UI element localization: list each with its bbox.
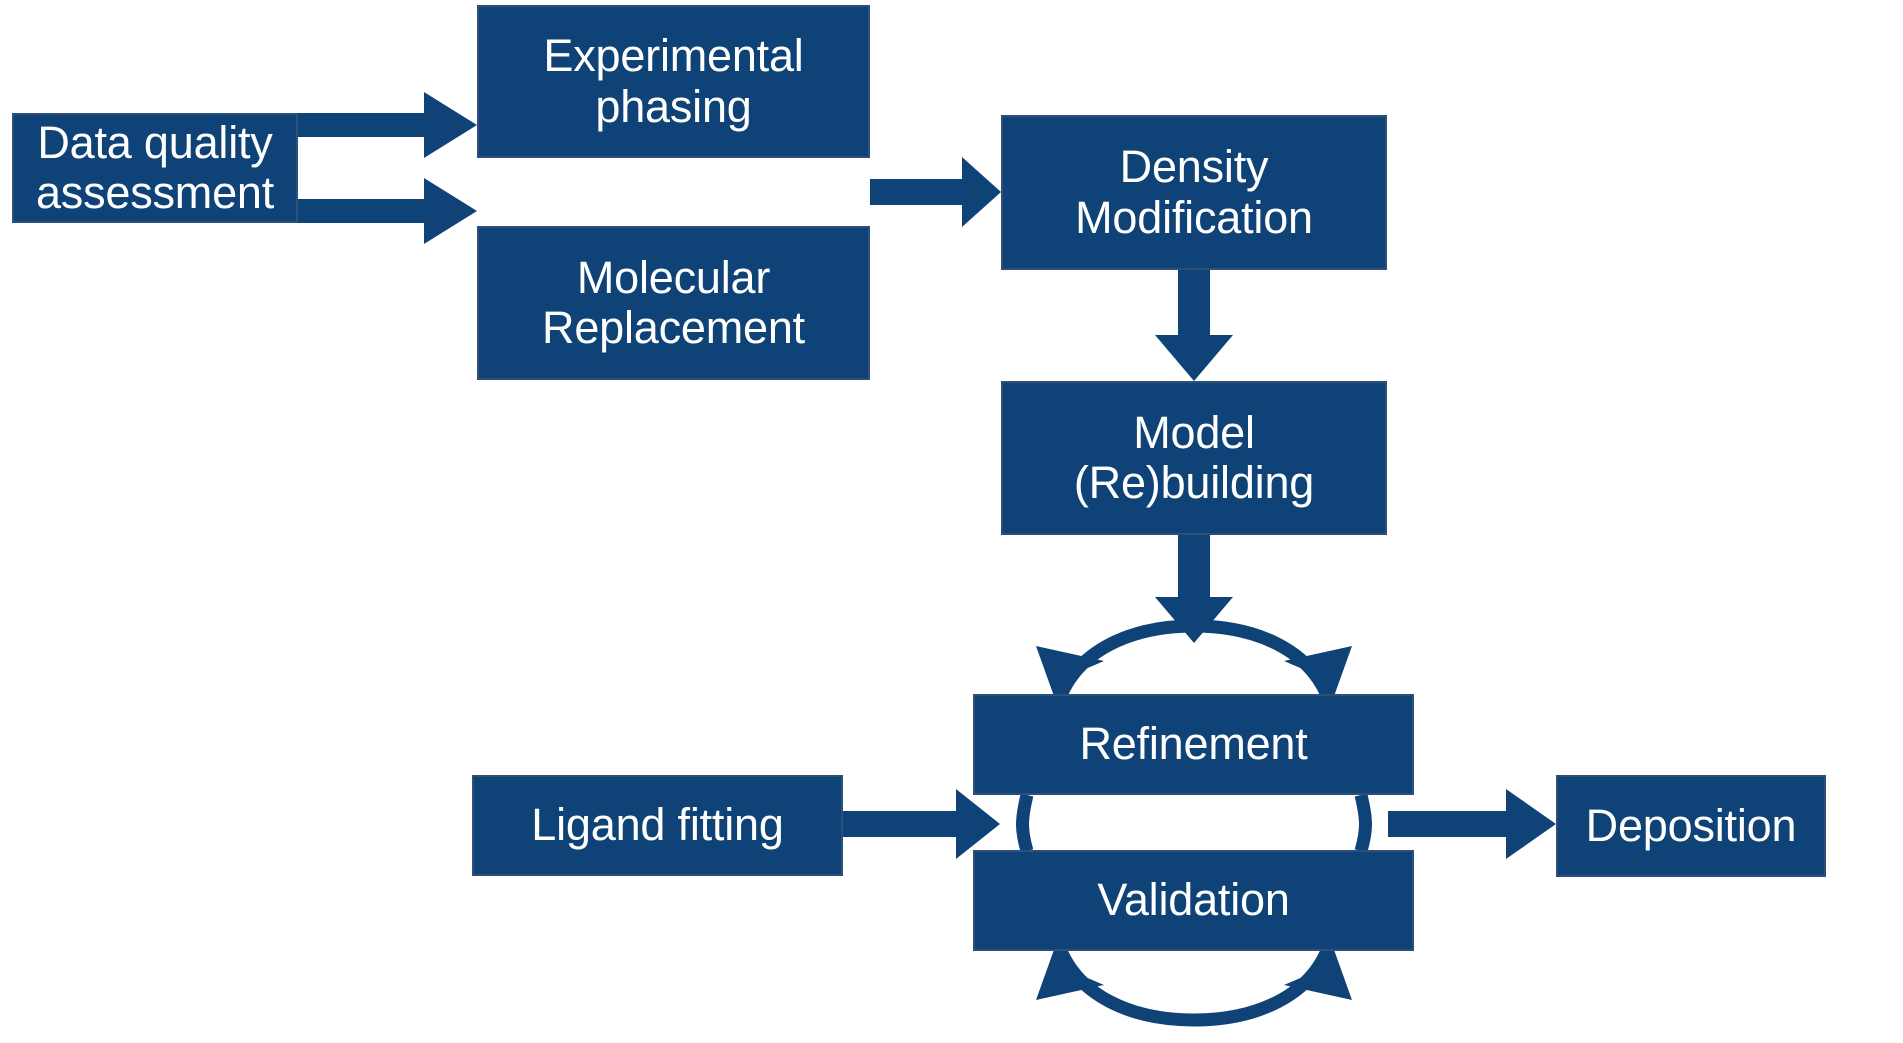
node-deposition[interactable]: Deposition (1556, 775, 1826, 877)
node-label-model-rebuilding: Model (Re)building (1073, 406, 1315, 508)
arrow-cycle-to-deposition (1388, 789, 1556, 859)
arrow-dqa-to-experimental-phasing (298, 92, 477, 158)
arrow-phasing-to-density-modification (870, 157, 1001, 227)
circular-cycle-arrows (1016, 619, 1372, 1027)
node-label-experimental-phasing: Experimental phasing (543, 30, 804, 132)
node-label-refinement: Refinement (1079, 718, 1308, 770)
node-label-data-quality-assessment: Data quality assessment (35, 116, 275, 218)
node-label-validation: Validation (1097, 874, 1290, 926)
node-label-deposition: Deposition (1585, 799, 1797, 851)
node-label-molecular-replacement: Molecular Replacement (542, 251, 805, 353)
node-data-quality-assessment[interactable]: Data quality assessment (12, 113, 298, 223)
node-ligand-fitting[interactable]: Ligand fitting (472, 775, 843, 876)
node-refinement[interactable]: Refinement (973, 694, 1414, 795)
node-label-density-modification: Density Modification (1075, 141, 1313, 243)
node-molecular-replacement[interactable]: Molecular Replacement (477, 226, 870, 380)
node-experimental-phasing[interactable]: Experimental phasing (477, 5, 870, 158)
node-label-ligand-fitting: Ligand fitting (531, 799, 784, 851)
node-model-rebuilding[interactable]: Model (Re)building (1001, 381, 1387, 535)
node-validation[interactable]: Validation (973, 850, 1414, 951)
arrow-dqa-to-molecular-replacement (298, 178, 477, 244)
arrow-model-rebuilding-to-cycle (1155, 535, 1233, 643)
arrow-density-modification-to-model-rebuilding (1155, 270, 1233, 381)
arrow-ligand-fitting-to-cycle (843, 789, 1000, 859)
node-density-modification[interactable]: Density Modification (1001, 115, 1387, 270)
